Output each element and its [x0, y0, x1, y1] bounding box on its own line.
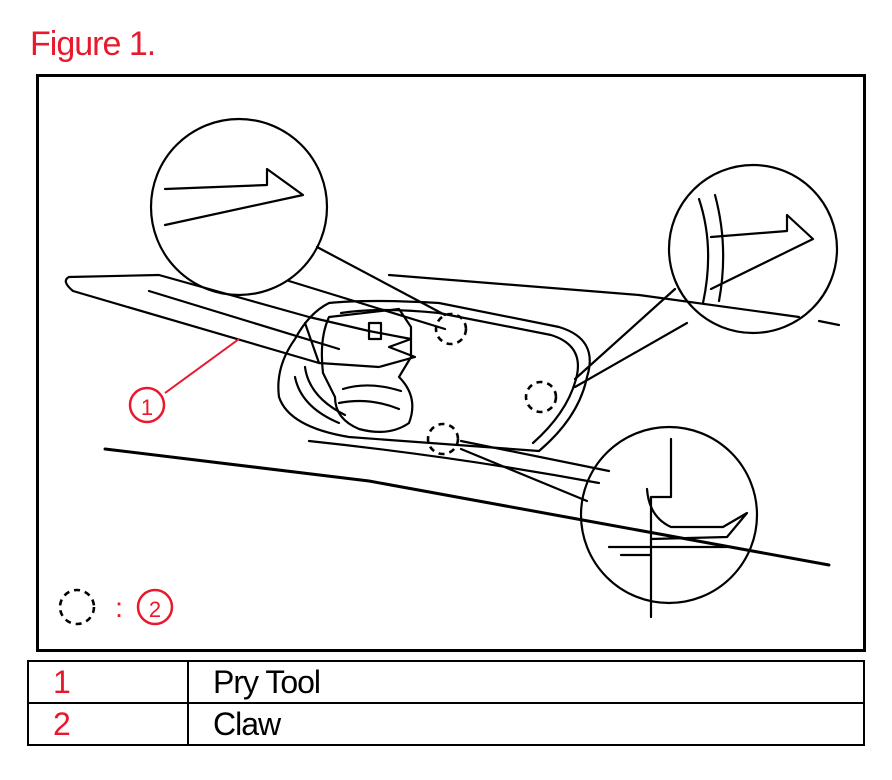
recess-inner-outline: [339, 308, 580, 445]
legend-key-dashed-circle-icon: [58, 588, 96, 626]
diagram-illustration: 1 : 2: [58, 117, 841, 626]
legend-key-separator: :: [115, 592, 123, 623]
panel-right-dash: [817, 319, 841, 327]
claw-marker-bottom: [426, 422, 460, 456]
leader-right-2: [573, 321, 689, 389]
recess-lip-2: [303, 365, 347, 417]
zoom-right-curve: [713, 193, 725, 303]
recess-lip: [293, 375, 341, 425]
legend-table: 1 Pry Tool 2 Claw: [27, 660, 865, 746]
zoom-bottom-step-2: [649, 437, 673, 557]
legend-row: 1 Pry Tool: [27, 660, 865, 704]
legend-key-circle-2: [136, 588, 174, 626]
panel-lower-inner: [307, 439, 601, 485]
figure-title: Figure 1.: [30, 25, 156, 63]
zoom-bottom-step: [619, 553, 653, 619]
claw-marker-top: [434, 312, 468, 346]
leader-top: [315, 245, 447, 317]
callout-circle-1: [128, 386, 166, 424]
legend-description: Pry Tool: [187, 660, 865, 704]
callout-leader-1: [164, 338, 240, 394]
zoom-right-curve-2: [697, 197, 710, 305]
diagram-frame: 1 : 2: [36, 74, 866, 652]
legend-description: Claw: [187, 702, 865, 746]
handle-curve-2: [341, 384, 403, 393]
pry-tool: [64, 273, 417, 369]
pry-tool-ridge: [147, 289, 341, 351]
leader-bottom-2: [459, 439, 611, 473]
recess-outline: [277, 299, 591, 453]
zoom-circle-top: [149, 117, 329, 297]
zoom-bottom-claw: [645, 487, 749, 541]
zoom-top-claw: [163, 167, 305, 227]
legend-key-label-2: 2: [149, 597, 161, 622]
zoom-circle-right: [667, 163, 839, 335]
legend-number: 1: [27, 660, 189, 704]
legend-number: 2: [27, 702, 189, 746]
leader-right: [573, 287, 677, 381]
pry-tool-tip: [303, 321, 321, 365]
callout-label-1: 1: [141, 395, 153, 420]
handle-curve: [337, 399, 401, 411]
claw-marker-right: [524, 380, 558, 414]
panel-upper-line: [387, 273, 801, 319]
leader-bottom: [459, 447, 589, 503]
panel-lower-line: [103, 447, 831, 567]
leader-top-2: [287, 279, 447, 331]
legend-row: 2 Claw: [27, 702, 865, 746]
zoom-right-claw: [709, 213, 815, 291]
zoom-circle-bottom: [579, 425, 759, 605]
handle-block: [320, 307, 414, 434]
